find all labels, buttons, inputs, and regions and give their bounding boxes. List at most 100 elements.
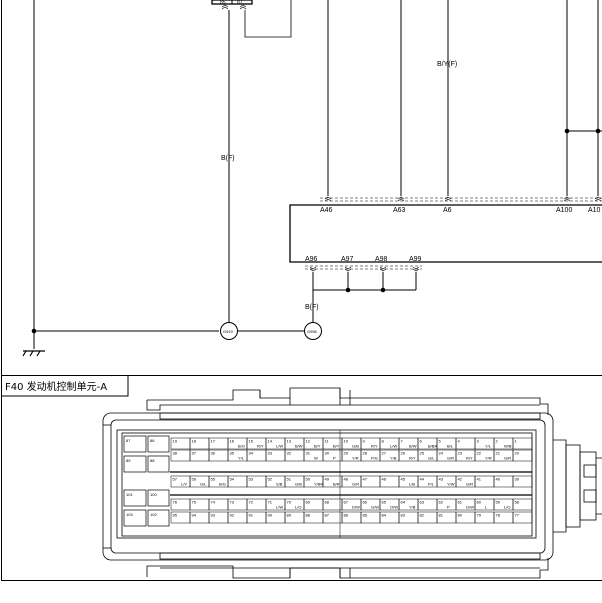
pin-number: 51	[287, 477, 292, 482]
pin-wire-color: G/L	[200, 482, 207, 487]
pin-number: 54	[230, 477, 235, 482]
pin-number: 75	[192, 500, 197, 505]
pin-wire-color: G/L	[428, 456, 435, 461]
pin-wire-color: B/O	[238, 444, 245, 449]
pin-number: 82	[420, 513, 425, 518]
top-pin-markers	[324, 196, 602, 202]
pin-wire-color: Y/L	[238, 456, 245, 461]
pin-number: 90	[268, 513, 273, 518]
pin-label: A100	[556, 207, 572, 214]
pin-number: 66	[363, 500, 368, 505]
pin-number: 67	[344, 500, 349, 505]
ground-label: G919	[223, 329, 234, 334]
pin-number: 8	[382, 439, 385, 444]
pin-number: 95	[173, 513, 178, 518]
pin-number: 86	[344, 513, 349, 518]
pin-number: 46	[382, 477, 387, 482]
pin-wire-color: G/R	[504, 456, 511, 461]
pin-number: 10	[344, 439, 349, 444]
pin-wire-color: D/W	[352, 505, 360, 510]
pin-number: 13	[287, 439, 292, 444]
pin-number: 41	[477, 477, 482, 482]
pin-wire-color: Y/R	[352, 456, 359, 461]
pin-number: 20	[515, 451, 520, 456]
pin-number: 30	[325, 451, 330, 456]
pin-wire-color: P/G	[371, 456, 378, 461]
pin-number: 91	[249, 513, 254, 518]
pin-number: 45	[401, 477, 406, 482]
pin-number: 21	[496, 451, 501, 456]
pin-number: 60	[477, 500, 482, 505]
pin-wire-color: L/W	[390, 444, 397, 449]
pin-number: 102	[150, 512, 157, 517]
pin-number: 32	[287, 451, 292, 456]
pin-wire-color: B/G	[219, 482, 226, 487]
pin-number: 47	[363, 477, 368, 482]
pin-number: 40	[496, 477, 501, 482]
pin-number: 71	[268, 500, 273, 505]
pin-number: 44	[420, 477, 425, 482]
pin-wire-color: Y/B	[409, 505, 416, 510]
pin-number: 19	[173, 439, 178, 444]
pin-number: 61	[458, 500, 463, 505]
pin-wire-color: B/L	[447, 444, 454, 449]
pin-label: A97	[341, 256, 354, 263]
pin-number: 50	[306, 477, 311, 482]
power-pin-cell	[123, 435, 147, 453]
ecu-input-wires	[327, 0, 602, 196]
pin-number: 86	[150, 438, 155, 443]
pin-number: 52	[268, 477, 273, 482]
top-pin-label: 85	[220, 0, 226, 6]
pin-wire-color: G/B	[295, 482, 302, 487]
pin-cell	[512, 449, 533, 462]
pin-wire-color: B/Y	[333, 444, 340, 449]
power-pin-cell	[147, 455, 170, 473]
pin-number: 69	[306, 500, 311, 505]
pin-number: 14	[268, 439, 273, 444]
pin-number: 92	[230, 513, 235, 518]
pin-number: 38	[173, 451, 178, 456]
pin-wire-color: G/R	[352, 482, 359, 487]
pin-label: A6	[443, 207, 452, 214]
chassis-ground-symbol	[22, 350, 45, 357]
ecu-bottom-pin-labels: A96 A97 A98 A99	[305, 256, 422, 263]
pin-wire-color: G/W	[466, 505, 474, 510]
pin-number: 84	[382, 513, 387, 518]
wire-label-center: B/Y(F)	[437, 61, 457, 68]
pin-wire-color: L/O	[295, 505, 301, 510]
pin-wire-color: Y/R	[485, 456, 492, 461]
pin-wire-color: O/W	[390, 505, 398, 510]
pin-number: 43	[439, 477, 444, 482]
pin-number: 72	[249, 500, 254, 505]
pin-number: 31	[306, 451, 311, 456]
pin-number: 15	[249, 439, 254, 444]
diagram-border	[1, 0, 602, 581]
pin-wire-color: G/B	[352, 444, 359, 449]
pin-number: 5	[439, 439, 442, 444]
pin-number: 26	[401, 451, 406, 456]
pin-number: 80	[458, 513, 463, 518]
pin-wire-color: Y/L	[485, 444, 492, 449]
pin-number: 18	[192, 439, 197, 444]
pin-number: 64	[401, 500, 406, 505]
pin-wire-color: R/Y	[409, 456, 416, 461]
pin-cell	[512, 475, 533, 488]
pin-wire-color: G/R	[466, 482, 473, 487]
pin-wire-color: Y/BR	[314, 482, 323, 487]
pin-wire-color: G/R	[447, 456, 454, 461]
pin-number: 73	[230, 500, 235, 505]
pin-number: 36	[211, 451, 216, 456]
pin-number: 48	[344, 477, 349, 482]
pin-wire-color: L/V	[181, 482, 187, 487]
pin-number: 34	[249, 451, 254, 456]
pin-number: 87	[126, 438, 131, 443]
pin-number: 49	[325, 477, 330, 482]
pin-wire-color: L/W	[276, 444, 283, 449]
pin-number: 4	[458, 439, 461, 444]
pin-wire-color: L	[485, 505, 488, 510]
pin-wire-color: W	[314, 456, 318, 461]
pin-cell	[512, 498, 533, 511]
pin-number: 65	[382, 500, 387, 505]
pin-number: 28	[363, 451, 368, 456]
